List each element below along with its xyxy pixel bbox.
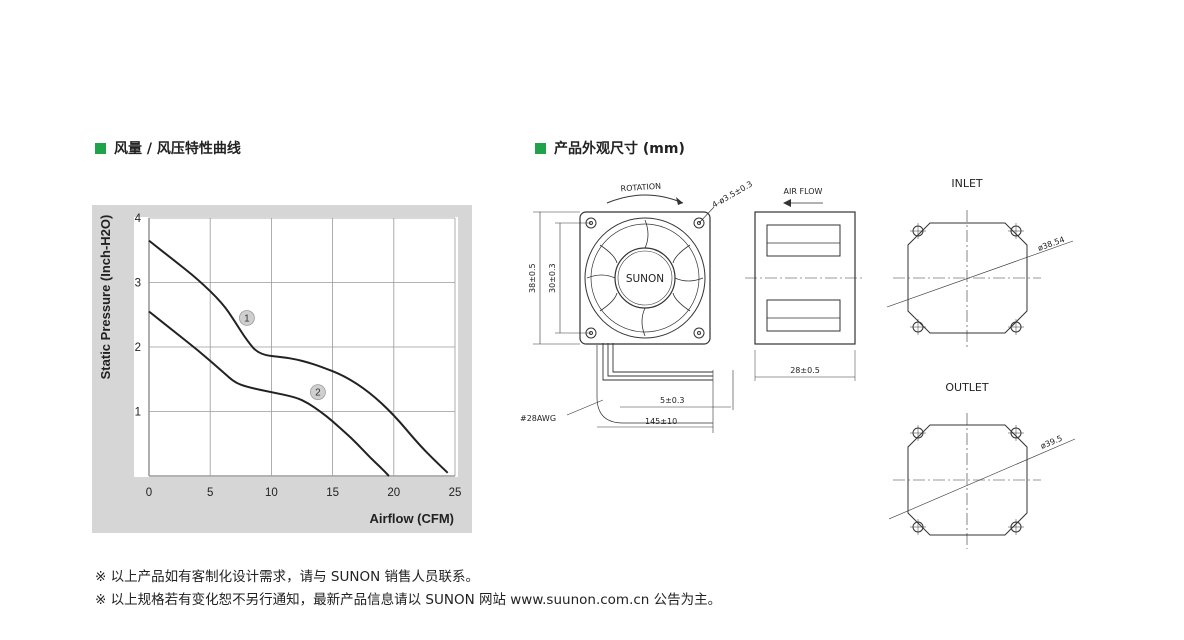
x-tick-label: 10 [265,487,278,499]
mounting-hole [910,425,926,441]
y-tick-label: 4 [135,213,142,225]
chart-heading: 风量 / 风压特性曲线 [95,138,241,158]
mounting-hole [910,519,926,535]
heading-bullet [95,142,106,154]
x-tick-label: 5 [207,487,213,499]
series-marker [239,310,255,326]
series-marker [310,384,326,401]
depth-dim-label: 28±0.5 [790,366,820,375]
rotation-label: ROTATION [620,182,661,194]
strip-length-label: 5±0.3 [660,396,685,405]
mounting-hole [1008,319,1024,335]
x-tick-label: 15 [326,487,339,499]
fan-dimension-drawing: SUNON ROTATION 4-ø3.5±0.3 38±0.5 30±0.3 … [520,177,1076,549]
x-tick-label: 20 [387,487,400,499]
hole-spec-label: 4-ø3.5±0.3 [711,179,754,209]
y-tick-label: 2 [135,342,141,354]
mounting-hole [1008,425,1024,441]
y-tick-label: 1 [135,407,141,419]
fan-front-view: SUNON ROTATION 4-ø3.5±0.3 38±0.5 30±0.3 … [520,179,754,433]
outlet-diameter-label: ø39.5 [1039,434,1063,451]
outlet-view: OUTLET ø39.5 [888,381,1076,549]
hole-pitch-dim-label: 30±0.3 [548,263,557,293]
mounting-hole [1008,519,1024,535]
x-tick-label: 0 [146,487,152,499]
inlet-label: INLET [951,177,983,190]
customization-note: ※ 以上产品如有客制化设计需求，请与 SUNON 销售人员联系。 [95,569,479,585]
inlet-view: INLET ø38.54 [886,177,1074,347]
curve-line-2 [148,310,390,477]
chart-curves: 12 [148,239,449,477]
spec-change-note: ※ 以上规格若有变化恕不另行通知，最新产品信息请以 SUNON 网站 www.s… [95,592,722,608]
heading-bullet [535,142,546,154]
series-marker-label: 2 [315,388,321,399]
mounting-hole [910,223,926,239]
mounting-hole [910,319,926,335]
height-dim-label: 38±0.5 [528,263,537,293]
chart-heading-text: 风量 / 风压特性曲线 [114,141,241,157]
drawing-heading-text: 产品外观尺寸 (mm) [554,141,685,157]
inlet-diameter-label: ø38.54 [1037,235,1066,253]
airflow-label: AIR FLOW [784,187,823,196]
curve-line-1 [148,239,449,474]
chart-grid [148,217,456,477]
rotation-arrow [606,194,684,204]
series-marker-label: 1 [244,313,250,324]
mounting-hole [1008,223,1024,239]
y-axis-label: Static Pressure (Inch-H2O) [98,215,113,380]
outlet-label: OUTLET [945,381,989,394]
mounting-hole [693,327,705,339]
wire-gauge-label: #28AWG [520,414,556,423]
x-tick-label: 25 [449,487,462,499]
chart-frame [92,205,472,533]
brand-label: SUNON [626,273,664,285]
drawing-heading: 产品外观尺寸 (mm) [535,138,685,158]
x-axis-label: Airflow (CFM) [370,511,454,526]
lead-length-label: 145±10 [645,417,677,426]
y-tick-label: 3 [135,278,141,290]
fan-side-view: AIR FLOW 28±0.5 [745,187,865,381]
mounting-hole [693,217,705,229]
